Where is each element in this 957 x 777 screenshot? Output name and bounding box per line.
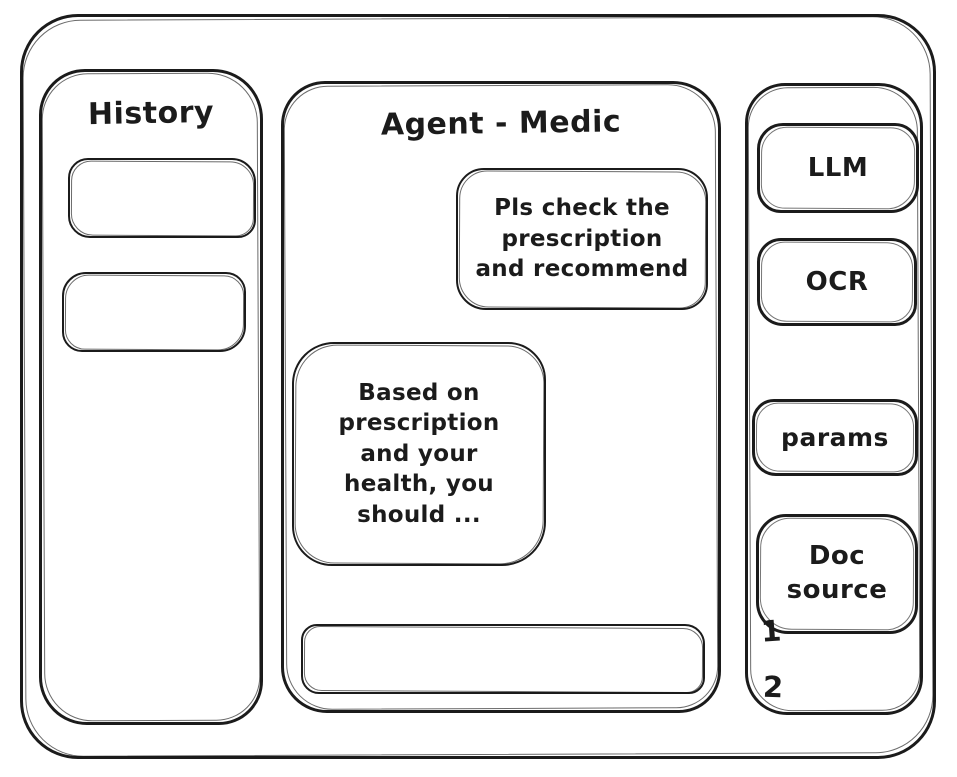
message-line: Pls check the	[494, 195, 670, 222]
message-line: and your	[360, 440, 478, 467]
message-line: prescription	[338, 410, 500, 437]
history-item[interactable]	[62, 272, 246, 352]
params-button[interactable]: params	[752, 399, 918, 476]
chat-title: Agent - Medic	[380, 104, 622, 143]
message-line: Based on	[358, 380, 480, 407]
history-panel: History	[39, 69, 263, 725]
doc-source-button[interactable]: Doc source	[756, 514, 918, 634]
message-line: prescription	[501, 225, 663, 252]
doc-source-item-1[interactable]: 1	[759, 613, 783, 649]
assistant-message-bubble: Based on prescription and your health, y…	[292, 342, 546, 566]
history-title: History	[87, 94, 215, 133]
history-item[interactable]	[68, 158, 256, 238]
message-line: and recommend	[475, 256, 689, 283]
doc-source-item-2[interactable]: 2	[762, 669, 785, 705]
message-line: health, you	[344, 471, 494, 498]
chat-panel: Agent - Medic Pls check the prescription…	[281, 81, 721, 713]
ocr-button[interactable]: OCR	[757, 238, 917, 326]
chat-input[interactable]	[301, 624, 705, 694]
message-line: should ...	[357, 501, 481, 528]
tools-panel: LLM OCR params Doc source 1 2	[745, 83, 923, 715]
llm-button[interactable]: LLM	[757, 123, 919, 213]
user-message-bubble: Pls check the prescription and recommend	[456, 168, 708, 310]
app-window: History Agent - Medic Pls check the pres…	[20, 14, 936, 759]
